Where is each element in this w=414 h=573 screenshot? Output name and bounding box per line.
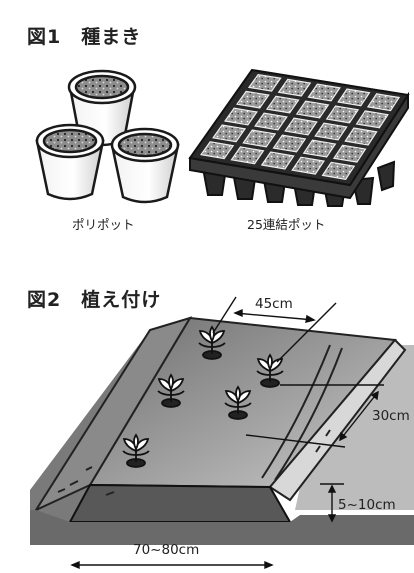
ground-front [30,510,414,545]
tray-cell [302,139,337,158]
figure2-title: 図2 植え付け [27,289,162,311]
seedling-icon [122,433,150,468]
row-spacing-label: 30cm [372,408,410,424]
cell-tray-caption: 25連結ポット [247,217,326,232]
tray-cell [265,95,300,114]
bed-height-label: 5~10cm [338,497,396,513]
tray-cell [272,134,307,153]
bed-right-slope [268,338,407,502]
seedling-icon [256,353,284,388]
tray-cell [314,122,348,141]
bed-width-label: 70~80cm [133,542,200,558]
tray-cell [200,141,235,160]
tray-cell [332,144,367,163]
tray-cell [325,105,360,124]
ground-right [295,345,414,510]
tray-cell [284,117,318,136]
tray-cell [230,146,265,165]
tray-cell [212,124,247,143]
seedling-icon [224,385,252,420]
tray-cell [235,90,270,109]
tray-cell [307,83,341,102]
tray-cell [254,112,288,131]
tray-cell [224,107,258,126]
tray-cell [366,93,401,112]
poly-pot-right [110,127,180,204]
tray-cell [291,156,325,175]
tray-cell [344,127,378,146]
figure1-title: 図1 種まき [27,26,142,48]
poly-pot-back [67,69,137,147]
seedling-icon [198,325,226,360]
plant-spacing-label: 45cm [255,296,293,312]
tray-cell [355,110,389,129]
poly-pot-left [35,123,105,201]
poly-pot-caption: ポリポット [72,217,135,232]
cell-tray [188,68,410,207]
tray-cell [247,73,282,92]
tray-cell [260,151,295,170]
bed-front-face [68,483,292,523]
tray-cell [277,78,312,97]
tray-cell [321,161,356,180]
tray-cell [295,100,330,119]
tray-cell [337,88,371,107]
tray-cell [242,129,277,148]
seedling-icon [157,373,185,408]
